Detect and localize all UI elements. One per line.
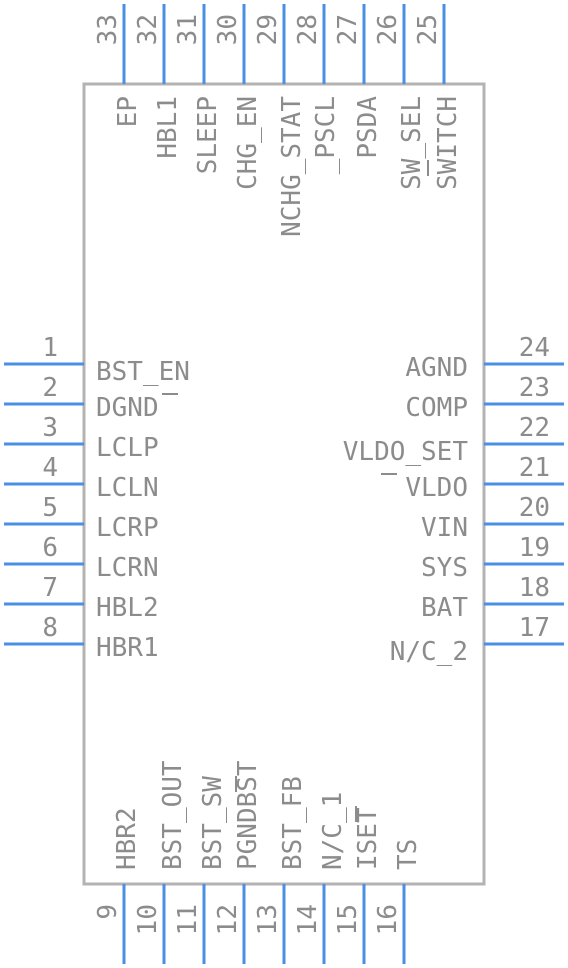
pin-number: 24	[519, 333, 550, 363]
pin-name: EP	[113, 96, 143, 127]
pin-number: 30	[213, 14, 243, 45]
pin-number: 17	[519, 613, 550, 643]
pin-number: 23	[519, 373, 550, 403]
pin-name: N/C_1	[318, 792, 348, 870]
pin-number: 22	[519, 413, 550, 443]
pin-name: LCLN	[96, 473, 159, 503]
pin-name: SWITCH	[433, 96, 463, 190]
pin-number: 21	[519, 453, 550, 483]
pin-number: 1	[42, 333, 58, 363]
pin-name: BAT	[421, 593, 468, 623]
pin-number: 33	[93, 14, 123, 45]
pin-number: 27	[333, 14, 363, 45]
pin-number: 5	[42, 493, 58, 523]
pin-name: BST_FB	[278, 776, 308, 870]
right-pins: 24 23 22 21 20 19 18 17 AGND COMP VLDO_S…	[343, 333, 564, 667]
pin-name: BST_OUT	[158, 760, 188, 870]
pin-name: LCLP	[96, 433, 159, 463]
bottom-pins: 9 10 11 12 13 14 15 16 HBR2 BST_OUT BST_…	[93, 760, 423, 964]
pin-number: 8	[42, 613, 58, 643]
pin-number: 28	[293, 14, 323, 45]
pin-number: 7	[42, 573, 58, 603]
pin-name: HBL1	[153, 96, 183, 159]
pin-name: BST_EN	[96, 357, 190, 387]
pin-name: HBR2	[112, 807, 142, 870]
pin-number: 9	[93, 904, 123, 920]
left-pins: 1 2 3 4 5 6 7 8 BST_EN DGND LCLP LCLN LC…	[4, 333, 190, 663]
pin-number: 16	[373, 904, 403, 935]
pin-number: 26	[373, 14, 403, 45]
pin-number: 18	[519, 573, 550, 603]
pin-number: 13	[253, 904, 283, 935]
pin-name: TS	[393, 839, 423, 870]
pin-name: DGND	[96, 393, 159, 423]
pin-name: N/C_2	[390, 637, 468, 667]
pin-number: 19	[519, 533, 550, 563]
pin-number: 10	[133, 904, 163, 935]
pin-number: 2	[42, 373, 58, 403]
pin-name: SLEEP	[193, 96, 223, 174]
pin-name: LCRP	[96, 513, 159, 543]
pin-name: PSDA	[353, 96, 383, 159]
pin-name: COMP	[405, 393, 468, 423]
pin-name: VIN	[421, 513, 468, 543]
pin-name: SW_SEL	[397, 96, 427, 190]
pin-name: HBR1	[96, 633, 159, 663]
pin-number: 6	[42, 533, 58, 563]
pin-name: NCHG_STAT	[277, 96, 307, 237]
pin-name: PGNDBST	[233, 760, 263, 870]
pin-number: 25	[413, 14, 443, 45]
pin-name: VLDO	[405, 473, 468, 503]
pin-name: CHG_EN	[233, 96, 263, 190]
ic-body	[82, 82, 486, 886]
pin-name: VLDO_SET	[343, 437, 469, 467]
pin-number: 20	[519, 493, 550, 523]
pin-name: AGND	[405, 353, 468, 383]
pin-number: 31	[173, 14, 203, 45]
pin-number: 12	[213, 904, 243, 935]
pin-name: _PSCL	[311, 96, 341, 174]
top-pins: 33 32 31 30 29 28 27 26 25 EP HBL1 SLEEP…	[93, 4, 463, 237]
pin-number: 4	[42, 453, 58, 483]
pin-name: HBL2	[96, 593, 159, 623]
pin-name: ISET	[353, 807, 383, 870]
pin-number: 15	[333, 904, 363, 935]
pin-name: SYS	[421, 553, 468, 583]
pin-name: LCRN	[96, 553, 159, 583]
pin-number: 14	[293, 904, 323, 935]
pin-name: BST_SW	[198, 776, 228, 870]
pin-number: 11	[173, 904, 203, 935]
pin-number: 32	[133, 14, 163, 45]
pin-number: 29	[253, 14, 283, 45]
pin-number: 3	[42, 413, 58, 443]
